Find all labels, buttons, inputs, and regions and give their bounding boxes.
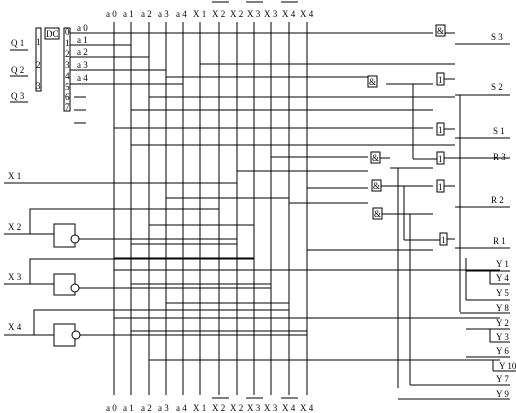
bus-bottom-label-x3: X 3 bbox=[247, 403, 261, 413]
or-gate-r2-symbol: 1 bbox=[438, 182, 443, 192]
input-x1-label: X 1 bbox=[8, 171, 21, 181]
or-gate-s1-symbol: 1 bbox=[438, 125, 443, 135]
output-y3-label: Y 3 bbox=[496, 332, 509, 342]
or-gate-s2-symbol: 1 bbox=[438, 75, 443, 85]
output-y2-label: Y 2 bbox=[496, 318, 509, 328]
decoder-out-pin-4: 4 bbox=[65, 71, 70, 81]
inverter-x2 bbox=[53, 223, 76, 248]
decoder-pin-2: 2 bbox=[36, 60, 41, 70]
bus-top-label-a3: a 3 bbox=[158, 9, 169, 19]
bus-top-label-x3-bar: X 3 bbox=[264, 9, 278, 19]
decoder-out-pin-7: 7 bbox=[65, 102, 70, 112]
bus-bottom-label-a0: a 0 bbox=[106, 403, 117, 413]
output-r3-label: R 3 bbox=[493, 152, 506, 162]
output-y4-label: Y 4 bbox=[496, 273, 509, 283]
bus-bottom-label-a2: a 2 bbox=[141, 403, 152, 413]
bus-bottom-label-x2: X 2 bbox=[212, 403, 225, 413]
bus-top-label-a0: a 0 bbox=[106, 9, 117, 19]
input-q2-label: Q 2 bbox=[11, 65, 24, 75]
decoder-pin-1: 1 bbox=[36, 37, 41, 47]
bus-bottom-label-x4-bar: X 4 bbox=[300, 403, 314, 413]
bus-top-label-x4: X 4 bbox=[282, 9, 296, 19]
output-y8-label: Y 8 bbox=[496, 303, 509, 313]
inverter-x4-bubble bbox=[71, 330, 81, 340]
bus-top-label-a4: a 4 bbox=[176, 9, 187, 19]
decoder-title: DC bbox=[46, 29, 59, 39]
bus-top-label-x2: X 2 bbox=[212, 9, 225, 19]
and-gate-top bbox=[435, 24, 446, 37]
output-y7-label: Y 7 bbox=[496, 374, 509, 384]
and-gate-2-symbol: & bbox=[372, 153, 379, 163]
decoder-out-pin-2: 2 bbox=[65, 49, 70, 59]
decoder-out-pin-1: 1 bbox=[65, 38, 70, 48]
decoder-out-pin-3: 3 bbox=[65, 60, 70, 70]
bus-bottom-label-a3: a 3 bbox=[158, 403, 169, 413]
and-gate-1-symbol: & bbox=[369, 77, 376, 87]
output-y1-label: Y 1 bbox=[496, 259, 509, 269]
or-gate-r3-symbol: 1 bbox=[438, 154, 443, 164]
decoder-out-label-a0: a 0 bbox=[77, 23, 88, 33]
decoder-out-label-a3: a 3 bbox=[77, 60, 88, 70]
decoder-title-box bbox=[44, 27, 60, 40]
bus-top-label-a1: a 1 bbox=[123, 9, 134, 19]
bus-bottom-label-x3-bar: X 3 bbox=[264, 403, 278, 413]
output-y10-label: Y 10 bbox=[499, 361, 516, 371]
or-gate-r1-symbol: 1 bbox=[441, 235, 446, 245]
input-x3-direct bbox=[29, 258, 254, 284]
bus-bottom-label-x1: X 1 bbox=[193, 403, 206, 413]
decoder-out-pin-0: 0 bbox=[65, 27, 70, 37]
and-gate-3-symbol: & bbox=[373, 181, 380, 191]
output-s3-label: S 3 bbox=[491, 32, 503, 42]
output-s1-label: S 1 bbox=[493, 126, 505, 136]
bus-top-label-a2: a 2 bbox=[141, 9, 152, 19]
input-x2-direct bbox=[29, 208, 219, 234]
output-r2-label: R 2 bbox=[491, 195, 504, 205]
output-y5-label: Y 5 bbox=[496, 288, 509, 298]
output-r1-label: R 1 bbox=[493, 236, 506, 246]
input-x2-label: X 2 bbox=[8, 222, 21, 232]
output-s2-label: S 2 bbox=[491, 82, 503, 92]
input-x4-label: X 4 bbox=[8, 322, 22, 332]
input-q3-label: Q 3 bbox=[11, 91, 25, 101]
inverter-x3-bubble bbox=[70, 283, 80, 293]
bus-top-label-x1: X 1 bbox=[193, 9, 206, 19]
decoder-pin-3: 3 bbox=[36, 81, 41, 91]
output-y6-label: Y 6 bbox=[496, 346, 509, 356]
inverter-x2-bubble bbox=[70, 234, 80, 244]
and-gate-1 bbox=[367, 75, 378, 88]
bus-top-label-x2-bar: X 2 bbox=[230, 9, 243, 19]
and-gate-4-symbol: & bbox=[374, 209, 381, 219]
bus-bottom-label-a1: a 1 bbox=[123, 403, 134, 413]
bus-bottom-label-x4: X 4 bbox=[282, 403, 296, 413]
output-y9-label: Y 9 bbox=[496, 389, 509, 399]
decoder-out-label-a1: a 1 bbox=[77, 35, 88, 45]
bus-top-label-x4-bar: X 4 bbox=[300, 9, 314, 19]
input-x3-label: X 3 bbox=[8, 272, 22, 282]
decoder-out-pin-6: 6 bbox=[65, 92, 70, 102]
decoder-out-label-a4: a 4 bbox=[77, 73, 88, 83]
input-x4-direct bbox=[33, 309, 289, 335]
inverter-x3 bbox=[53, 273, 76, 296]
bus-top-label-x3: X 3 bbox=[247, 9, 261, 19]
input-q1-label: Q 1 bbox=[11, 38, 24, 48]
decoder-out-label-a2: a 2 bbox=[77, 47, 88, 57]
and-gate-top-symbol: & bbox=[437, 26, 444, 36]
decoder-input-bar bbox=[35, 27, 42, 92]
decoder-out-pin-5: 5 bbox=[65, 82, 70, 92]
bus-bottom-label-x2-bar: X 2 bbox=[230, 403, 243, 413]
bus-bottom-label-a4: a 4 bbox=[176, 403, 187, 413]
